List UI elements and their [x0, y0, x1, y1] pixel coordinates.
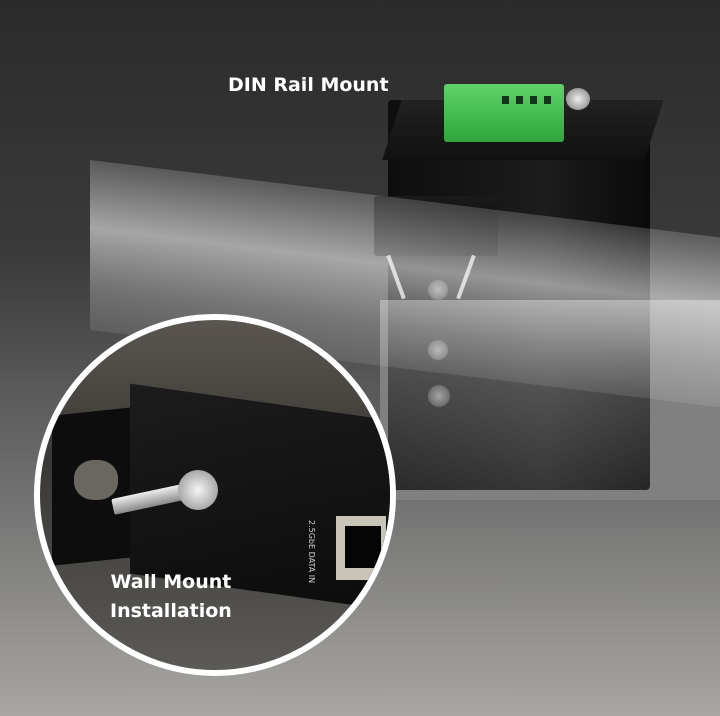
- rj45-port-opening: [345, 526, 381, 568]
- wall-mount-label: Wall Mount Installation: [110, 568, 232, 626]
- keyhole-slot: [74, 460, 118, 500]
- ground-screw: [566, 88, 590, 110]
- power-terminal-block: [444, 84, 564, 142]
- screw-icon: [428, 385, 450, 407]
- screw-head: [178, 470, 218, 510]
- wall-mount-label-line2: Installation: [110, 600, 232, 622]
- wall-mount-label-line1: Wall Mount: [110, 571, 232, 593]
- wall-mount-inset: 2.5GbE DATA IN Wall Mount Installation: [34, 314, 396, 676]
- din-rail-label: DIN Rail Mount: [228, 74, 389, 96]
- rail-reflection: [380, 300, 720, 500]
- port-label: 2.5GbE DATA IN: [307, 520, 316, 584]
